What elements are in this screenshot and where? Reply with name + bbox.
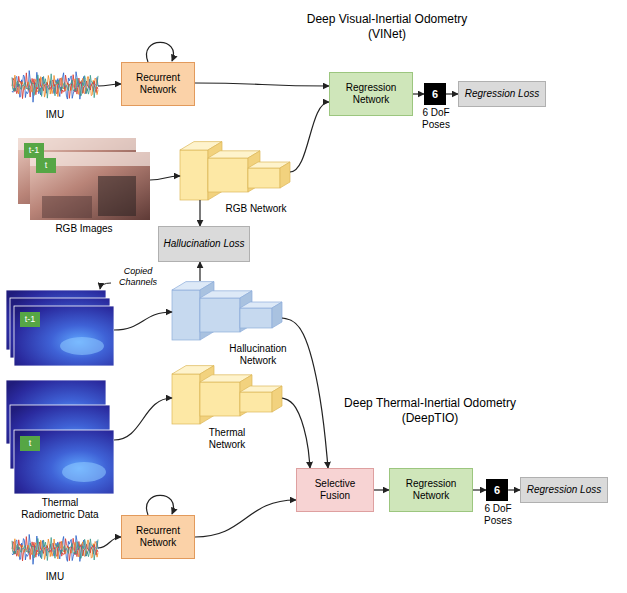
arrow-connector	[199, 200, 200, 226]
recurrence-loop	[147, 42, 174, 62]
rgb-network: RGB Network	[180, 141, 290, 200]
network-block	[240, 392, 272, 412]
node-label: 6 DoF Poses	[414, 107, 458, 131]
thermal-data: Thermal Radiometric Datat-1t	[6, 290, 114, 494]
box-text: Regression Network	[333, 82, 409, 106]
node-label: 6 DoF Poses	[476, 503, 520, 527]
network-block	[248, 168, 280, 188]
node-label: Hallucination Network	[220, 343, 296, 367]
box-text: Recurrent Network	[125, 525, 191, 549]
box-text: Regression Loss	[465, 88, 539, 100]
network-block	[172, 374, 200, 424]
arrow-connector	[508, 489, 520, 490]
imu-signal: IMU	[12, 66, 98, 106]
photo-detail	[98, 176, 136, 216]
pose-output-box: 66 DoF Poses	[424, 83, 446, 105]
pose-output-box: 66 DoF Poses	[486, 479, 508, 501]
regression-network-box: Regression Network	[389, 468, 473, 512]
arrow-connector	[413, 93, 424, 94]
arrow-connector	[446, 93, 458, 94]
box-text: Recurrent Network	[125, 72, 191, 96]
arrow-connector	[195, 500, 296, 537]
time-tag: t-1	[20, 312, 40, 327]
leader-arrow	[100, 283, 111, 289]
rgb-photo	[30, 152, 150, 220]
network-block	[200, 382, 240, 416]
node-label: Thermal Radiometric Data	[18, 497, 102, 521]
section-title: Deep Thermal-Inertial Odometry (DeepTIO)	[330, 396, 530, 426]
network-block	[200, 298, 240, 332]
box-text: t	[29, 438, 32, 449]
arrow-connector	[282, 398, 310, 468]
network-block	[172, 290, 200, 340]
generated-illustration	[12, 71, 290, 565]
imu-waveform	[12, 537, 98, 561]
loss-box: Regression Loss	[458, 81, 546, 107]
box-text: 6	[432, 88, 438, 101]
network-block	[180, 150, 208, 200]
arrow-connector	[473, 489, 486, 490]
annotation: Copied Channels	[114, 266, 162, 288]
network-block	[208, 158, 248, 192]
imu-waveform	[12, 73, 98, 99]
box-text: Hallucination Loss	[163, 238, 244, 250]
fusion-box: Selective Fusion	[296, 468, 374, 512]
arrow-connector	[114, 312, 172, 330]
box-text: 6	[494, 484, 500, 497]
thermal-highlight	[60, 337, 104, 355]
node-label: IMU	[12, 571, 98, 583]
network-block	[272, 302, 282, 328]
network-block	[280, 162, 290, 188]
thermal-frame	[14, 306, 114, 366]
time-tag: t	[36, 158, 56, 173]
recurrent-network-box: Recurrent Network	[121, 62, 195, 106]
loss-box: Regression Loss	[520, 477, 608, 503]
box-text: t-1	[25, 314, 36, 325]
imu-waveform	[12, 74, 98, 98]
box-text: Regression Loss	[527, 484, 601, 496]
imu-waveform	[12, 71, 98, 103]
arrow-connector	[98, 84, 121, 86]
network-block	[272, 386, 282, 412]
imu-waveform	[12, 534, 98, 564]
arrow-connector	[195, 83, 329, 86]
node-label: RGB Network	[216, 203, 296, 215]
thermal-network: Thermal Network	[172, 365, 282, 424]
imu-waveform	[12, 538, 98, 561]
time-tag: t-1	[24, 143, 44, 158]
box-text: t	[45, 160, 48, 171]
time-tag: t	[20, 436, 40, 451]
arrow-connector	[199, 262, 200, 281]
node-label: Thermal Network	[192, 427, 262, 451]
thermal-highlight	[62, 462, 106, 482]
node-label: RGB Images	[18, 223, 150, 235]
recurrent-network-box: Recurrent Network	[121, 515, 195, 559]
section-title: Deep Visual-Inertial Odometry (VINet)	[287, 12, 487, 42]
imu-signal: IMU	[12, 530, 98, 568]
hallucination-network: Hallucination Network	[172, 281, 282, 340]
box-text: t-1	[29, 145, 40, 156]
loss-box: Hallucination Loss	[158, 226, 250, 262]
arrow-connector	[150, 176, 180, 180]
arrow-connector	[374, 489, 389, 490]
arrow-connector	[114, 398, 172, 440]
node-label: IMU	[12, 109, 98, 121]
recurrence-loop	[147, 495, 174, 515]
box-text: Regression Network	[393, 478, 469, 502]
thermal-frame	[14, 430, 114, 494]
network-block	[240, 308, 272, 328]
arrow-connector	[282, 318, 328, 468]
arrow-connector	[98, 537, 121, 548]
photo-detail	[42, 196, 92, 218]
box-text: Selective Fusion	[300, 478, 370, 502]
rgb-images: RGB Imagest-1t	[18, 138, 150, 220]
arrow-connector	[290, 102, 329, 172]
regression-network-box: Regression Network	[329, 72, 413, 116]
